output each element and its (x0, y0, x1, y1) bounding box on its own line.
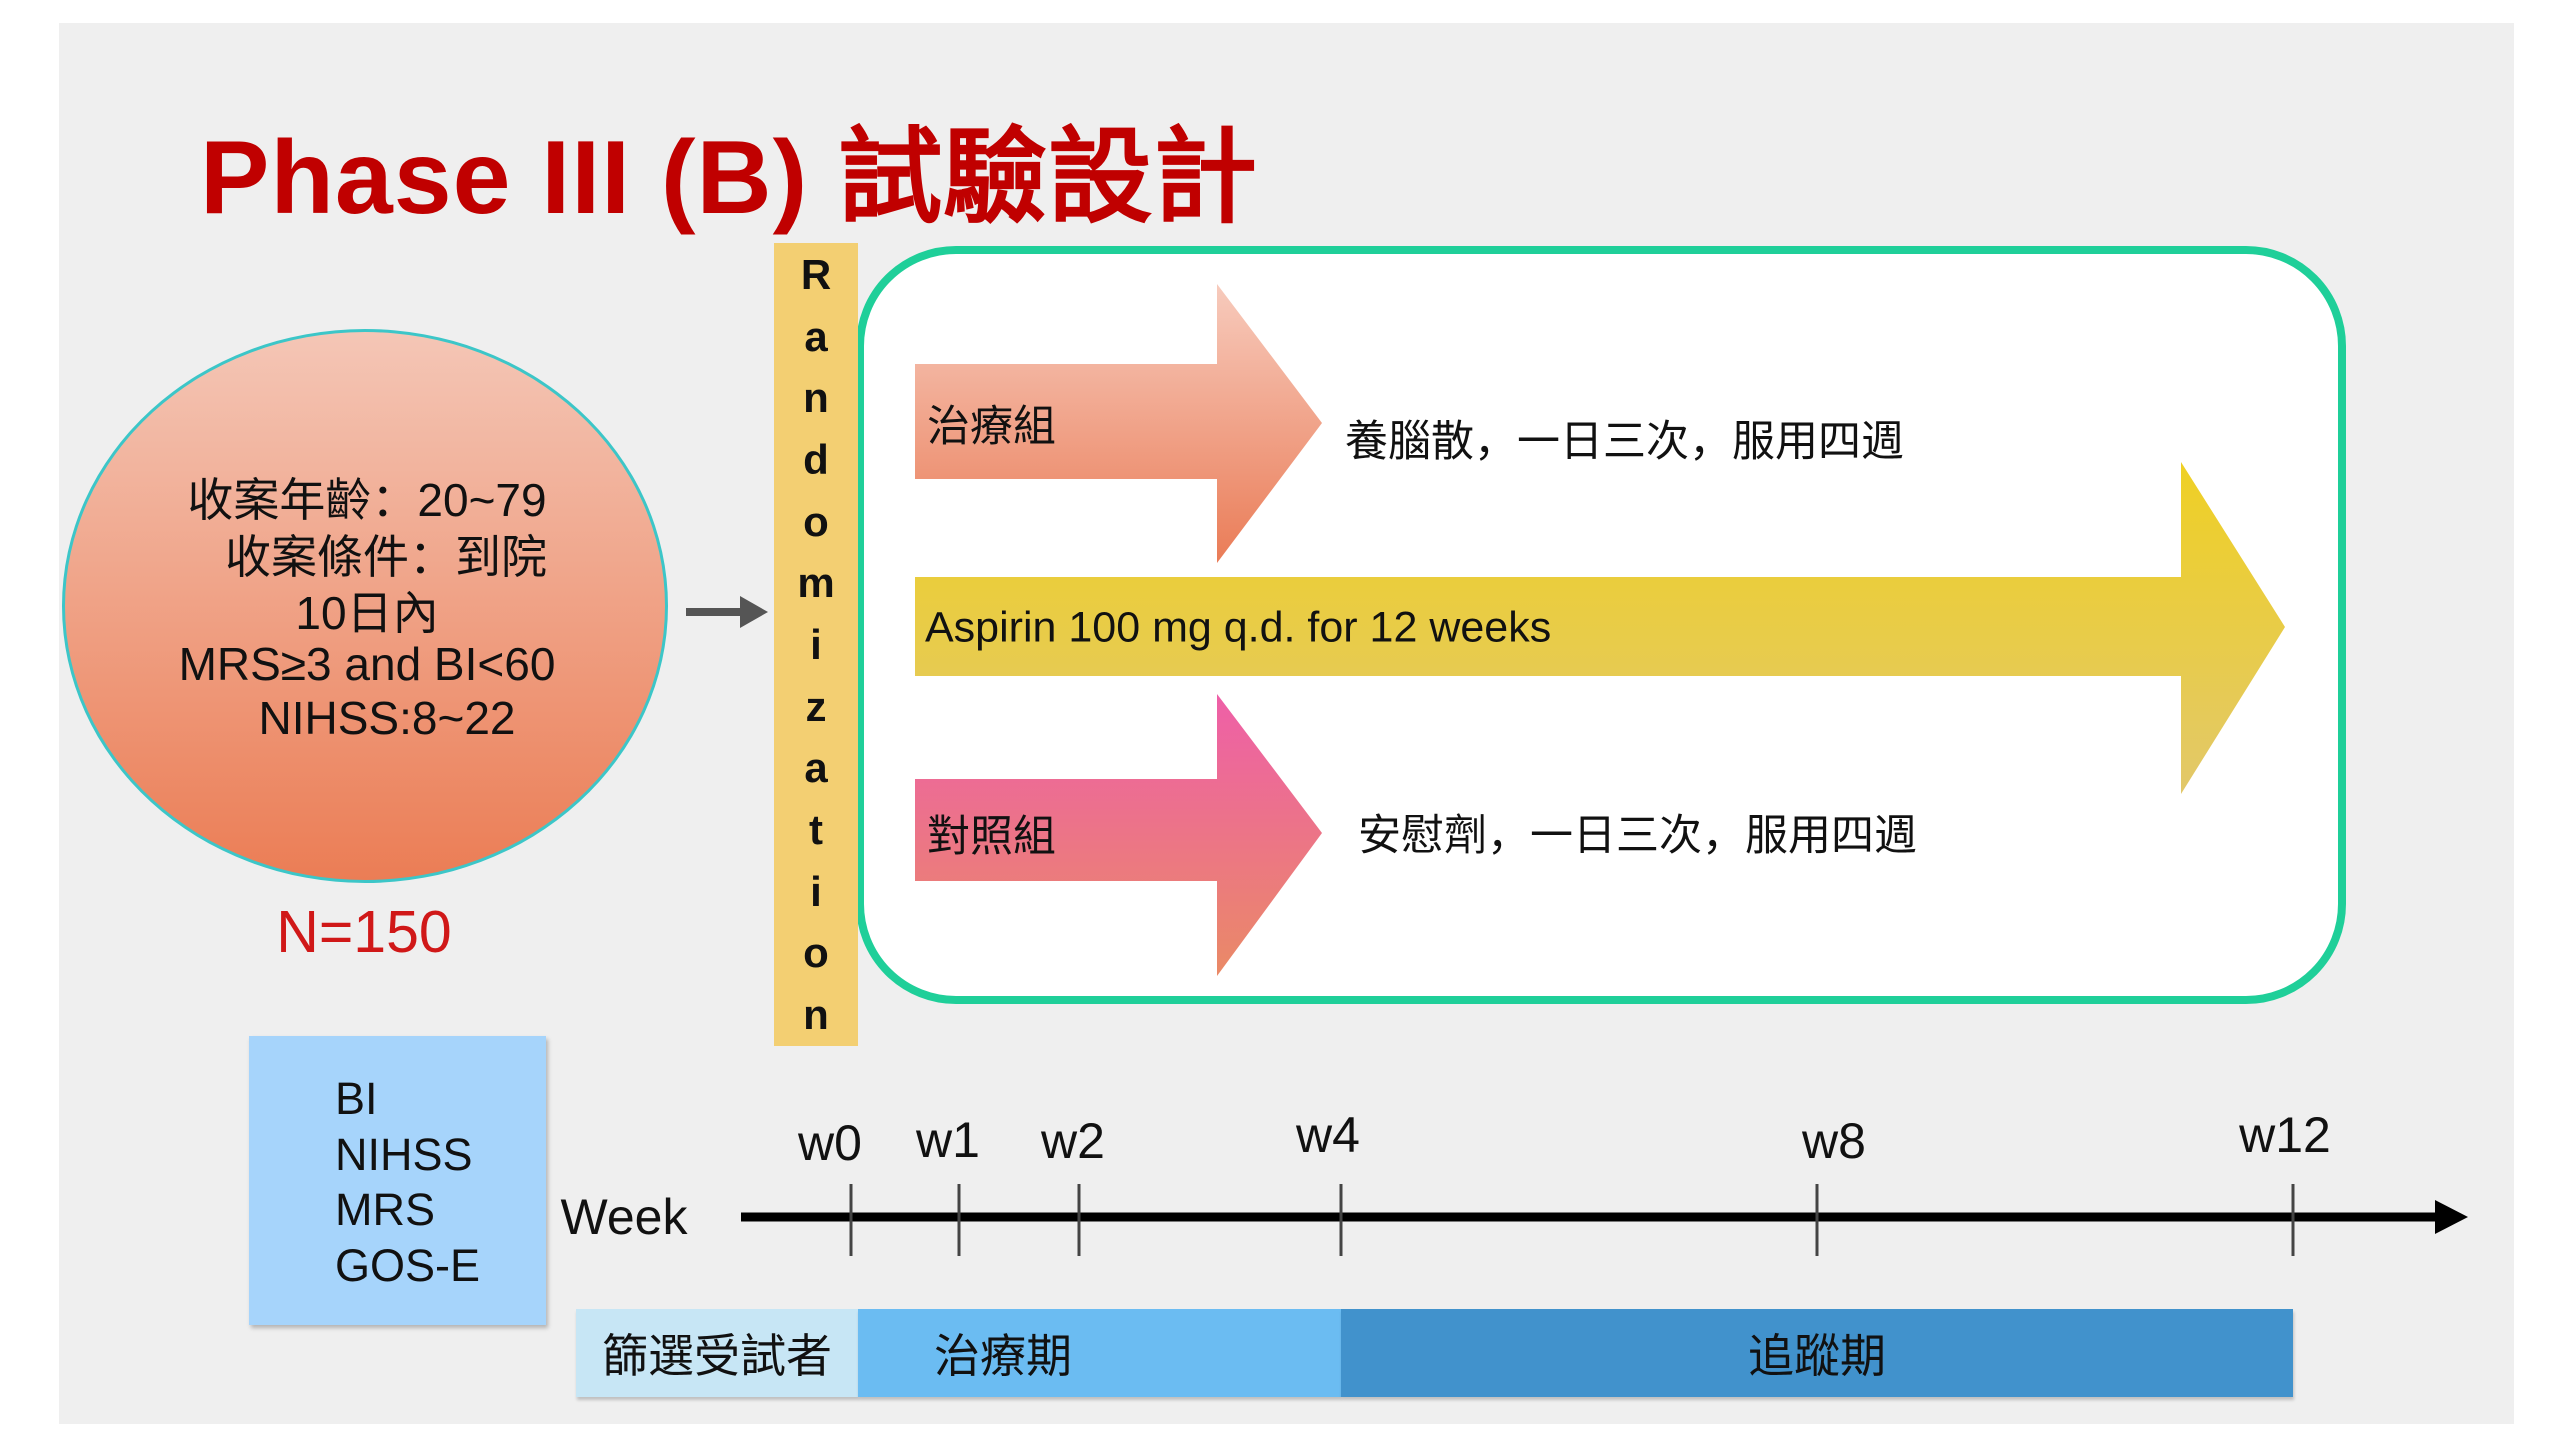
randomization-letter: m (797, 559, 835, 606)
inclusion-line: 收案年齡：20~79 (187, 474, 547, 526)
inclusion-line: NIHSS:8~22 (258, 692, 516, 744)
randomization-letter: i (810, 621, 822, 668)
phase-screening: 篩選受試者 (576, 1309, 858, 1397)
randomization-letter: a (804, 313, 828, 360)
assessment-item: MRS (335, 1184, 435, 1235)
inclusion-line: 10日內 (295, 587, 439, 639)
tick-label: w2 (1041, 1113, 1105, 1169)
control-arm-arrow (915, 694, 1322, 976)
treatment-arm-description: 養腦散，一日三次，服用四週 (1345, 418, 1904, 466)
control-arm-label: 對照組 (927, 813, 1056, 861)
tick-label: w4 (1296, 1107, 1360, 1163)
assessment-item: NIHSS (335, 1129, 473, 1180)
randomization-letter: i (810, 868, 822, 915)
treatment-arm-arrow (915, 284, 1322, 563)
treatment-arm-label: 治療組 (927, 403, 1056, 451)
week-axis (741, 1184, 2468, 1256)
aspirin-arrow (915, 462, 2285, 794)
randomization-letter: n (803, 374, 829, 421)
control-arm-description: 安慰劑，一日三次，服用四週 (1358, 812, 1917, 860)
phase-follow-up: 追蹤期 (1341, 1309, 2293, 1397)
randomization-bar: R a n d o m i z a t i o n (774, 243, 858, 1046)
phase-treatment: 治療期 (858, 1309, 1341, 1397)
assessments-box: BI NIHSS MRS GOS-E (249, 1036, 546, 1325)
inclusion-line: MRS≥3 and BI<60 (178, 638, 556, 690)
inclusion-criteria-circle (62, 329, 668, 883)
tick-label: w8 (1802, 1113, 1866, 1169)
sample-size: N=150 (276, 899, 452, 965)
randomization-letter: d (803, 436, 829, 483)
randomization-letter: o (803, 929, 829, 976)
randomization-letter: t (809, 806, 823, 853)
inclusion-line: 收案條件：到院 (225, 531, 547, 583)
randomization-letter: a (804, 744, 828, 791)
aspirin-label: Aspirin 100 mg q.d. for 12 weeks (925, 603, 1552, 652)
assessment-item: BI (335, 1073, 378, 1124)
week-axis-label: Week (560, 1189, 688, 1245)
page-title: Phase III (B) 試驗設計 (200, 120, 1259, 236)
randomization-letter: R (800, 251, 832, 298)
randomization-letter: o (803, 498, 829, 545)
tick-label: w1 (916, 1112, 980, 1168)
assessment-item: GOS-E (335, 1240, 481, 1291)
tick-label: w12 (2239, 1107, 2331, 1163)
small-arrow-icon (686, 596, 768, 628)
tick-label: w0 (798, 1115, 862, 1171)
randomization-letter: n (803, 991, 829, 1038)
randomization-letter: z (805, 683, 827, 730)
